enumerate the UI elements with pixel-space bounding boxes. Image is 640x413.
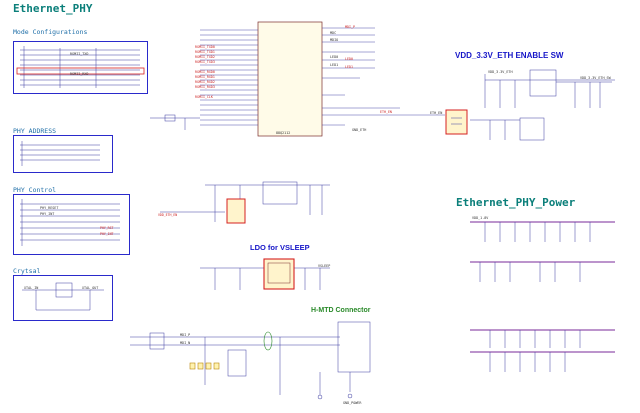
phy-control-box (13, 194, 130, 255)
crystal-box (13, 275, 113, 321)
net-mdi-n: MDI_N (180, 341, 191, 345)
svg-text:RGMII_RXD3: RGMII_RXD3 (195, 85, 215, 89)
net-mdio: MDIO (330, 38, 339, 42)
svg-text:VDD_ETH_EN: VDD_ETH_EN (158, 213, 177, 217)
ethernet-phy-heading: Ethernet_PHY (13, 2, 93, 15)
svg-text:PHY_RST: PHY_RST (100, 226, 114, 230)
net-rgmii-rxd: RGMII_RXD (70, 72, 89, 76)
crystal-title: Crytsal (13, 267, 41, 275)
svg-text:RGMII_TXD3: RGMII_TXD3 (195, 60, 215, 64)
net-vsleep: VSLEEP (318, 264, 331, 268)
svg-text:RGMII_RXD2: RGMII_RXD2 (195, 80, 215, 84)
svg-text:RGMII_RXD1: RGMII_RXD1 (195, 75, 215, 79)
net-led0: LED0 (330, 55, 339, 59)
net-xtal-in: XTAL_IN (24, 286, 39, 290)
net-phy-int: PHY_INT (40, 212, 55, 216)
mode-config-box (13, 41, 148, 94)
svg-text:RGMII_CLK: RGMII_CLK (195, 95, 213, 99)
net-vdd-1v8: VDD_1.8V (472, 216, 489, 220)
svg-text:LED0: LED0 (345, 57, 353, 61)
hmtd-connector-title: H-MTD Connector (311, 307, 371, 314)
svg-text:RGMII_TXD1: RGMII_TXD1 (195, 50, 215, 54)
net-phy-reset: PHY_RESET (40, 206, 59, 210)
main-ic-label: 88Q2112 (276, 131, 291, 135)
ldo-vsleep-title: LDO for VSLEEP (250, 243, 310, 252)
svg-text:RGMII_TXD2: RGMII_TXD2 (195, 55, 215, 59)
phy-address-box (13, 135, 113, 173)
ethernet-phy-power-heading: Ethernet_PHY_Power (456, 196, 576, 209)
svg-text:RGMII_TXD0: RGMII_TXD0 (195, 45, 215, 49)
phy-control-title: PHY Control (13, 186, 57, 194)
vdd-enable-sw-title: VDD_3.3V_ETH ENABLE SW (455, 51, 564, 60)
phy-address-title: PHY ADDRESS (13, 127, 57, 135)
net-xtal-out: XTAL_OUT (82, 286, 99, 290)
svg-text:PHY_INT: PHY_INT (100, 232, 114, 236)
net-mdi-p: MDI_P (180, 333, 191, 337)
net-gnd-power: GND_POWER (343, 401, 362, 405)
net-led1: LED1 (330, 63, 339, 67)
net-vdd-eth: VDD_3.3V_ETH (488, 70, 513, 74)
svg-text:MDI_P: MDI_P (345, 25, 355, 29)
svg-text:LED1: LED1 (345, 65, 353, 69)
svg-text:RGMII_RXD0: RGMII_RXD0 (195, 70, 215, 74)
net-mdc: MDC (330, 31, 337, 35)
net-vdd-eth-sw: VDD_3.3V_ETH_SW (580, 76, 611, 80)
net-gnd-eth: GND_ETH (352, 128, 367, 132)
net-rgmii-txd: RGMII_TXD (70, 52, 89, 56)
net-eth-en: ETH_EN (430, 111, 443, 115)
svg-text:ETH_EN: ETH_EN (380, 110, 392, 114)
mode-config-title: Mode Configurations (13, 28, 88, 36)
